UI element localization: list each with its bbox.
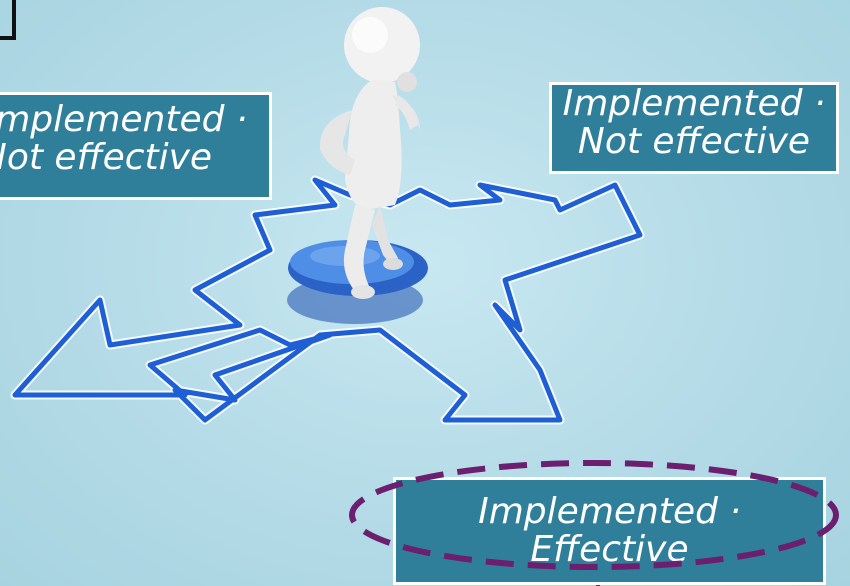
thinking-stick-figure-icon (319, 7, 420, 299)
corner-bracket (0, 0, 16, 40)
label-right-line2: Not effective (577, 121, 811, 162)
four-way-arrows-icon (10, 175, 645, 425)
label-bottom-line2: Effective (530, 529, 689, 570)
label-left: Implemented · Not effective (0, 92, 272, 200)
label-bottom: Implemented · Effective (393, 477, 826, 585)
label-right: Implemented · Not effective (549, 82, 839, 174)
label-left-line2: Not effective (0, 137, 213, 178)
label-right-line1: Implemented · (562, 83, 826, 124)
label-bottom-line1: Implemented · (478, 491, 741, 532)
label-left-line1: Implemented · (0, 99, 248, 140)
